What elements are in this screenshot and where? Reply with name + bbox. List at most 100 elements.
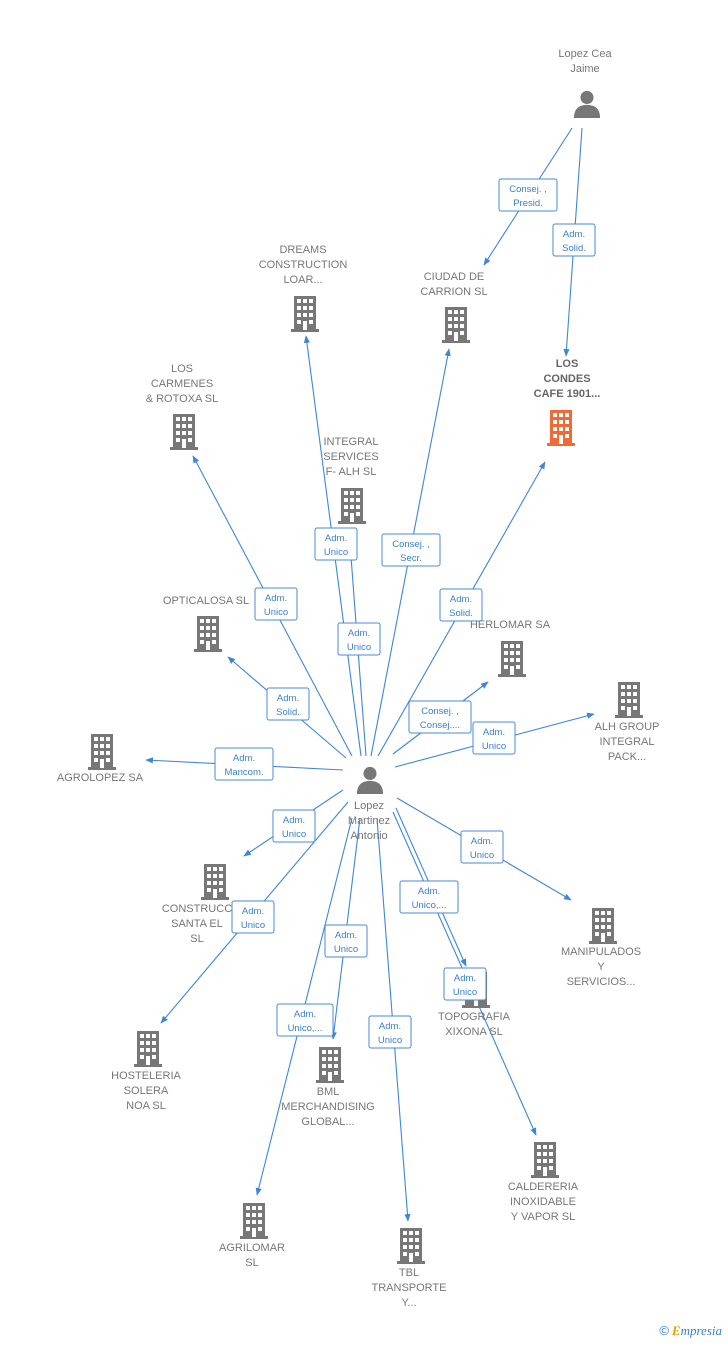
edge-role-label-box — [399, 880, 459, 914]
node-herlomar[interactable]: HERLOMAR SA — [470, 619, 551, 677]
building-icon — [589, 908, 617, 944]
edge-role-label-box — [214, 747, 274, 781]
edge-role-text: Adm. — [265, 593, 287, 604]
edge-role-text: Unico — [378, 1035, 402, 1046]
node-label: AGRILOMAR — [219, 1242, 285, 1254]
building-icon — [134, 1031, 162, 1067]
node-label: BML — [317, 1086, 340, 1098]
edge-role-text: Unico — [482, 741, 506, 752]
edge-role-label[interactable]: Adm.Solid. — [552, 223, 596, 257]
edge-role-label-box — [276, 1003, 334, 1037]
node-manipulados[interactable]: MANIPULADOSYSERVICIOS... — [561, 908, 641, 988]
node-label: Y... — [401, 1297, 416, 1309]
node-label: HOSTELERIA — [111, 1070, 181, 1082]
edge-role-label[interactable]: Adm.Solid. — [266, 687, 310, 721]
node-label: SANTA EL — [171, 918, 223, 930]
node-label: LOS — [556, 358, 579, 370]
edge-role-text: Adm. — [454, 973, 476, 984]
edge-role-label-box — [254, 587, 298, 621]
node-alh-group[interactable]: ALH GROUPINTEGRALPACK... — [595, 682, 660, 763]
edge-role-label[interactable]: Adm.Unico — [443, 967, 487, 1001]
edge-role-text: Adm. — [242, 906, 264, 917]
edge-role-text: Unico,... — [288, 1023, 323, 1034]
edge-role-label[interactable]: Adm.Unico — [231, 900, 275, 934]
node-label: F- ALH SL — [326, 466, 377, 478]
edge-role-label[interactable]: Adm.Unico,... — [276, 1003, 334, 1037]
edge-role-text: Adm. — [335, 930, 357, 941]
edge-role-label[interactable]: Adm.Unico — [460, 830, 504, 864]
edge-role-label-box — [231, 900, 275, 934]
building-icon — [201, 864, 229, 900]
edge-role-label[interactable]: Adm.Unico — [254, 587, 298, 621]
edge-role-label[interactable]: Consej. ,Presid. — [498, 178, 558, 212]
node-label: TBL — [399, 1267, 419, 1279]
edge-role-text: Mancom. — [224, 767, 263, 778]
building-icon — [170, 414, 198, 450]
node-dreams[interactable]: DREAMSCONSTRUCTIONLOAR... — [259, 244, 348, 332]
edge-role-text: Adm. — [483, 727, 505, 738]
node-label: INOXIDABLE — [510, 1196, 576, 1208]
edge-role-label-box — [472, 721, 516, 755]
edge-role-text: Adm. — [379, 1021, 401, 1032]
node-label: NOA SL — [126, 1100, 166, 1112]
node-agrolopez[interactable]: AGROLOPEZ SA — [57, 734, 144, 784]
edge-role-label[interactable]: Adm.Unico — [314, 527, 358, 561]
node-label: TRANSPORTE — [372, 1282, 447, 1294]
empresia-logo[interactable]: ©Empresia — [659, 1323, 722, 1339]
edge-labels-layer: Consej. ,Presid.Adm.Solid.Adm.UnicoAdm.U… — [214, 178, 596, 1049]
building-icon — [547, 410, 575, 446]
copyright-symbol: © — [659, 1323, 669, 1338]
node-label: Lopez — [354, 800, 384, 812]
edge-role-text: Unico,... — [412, 900, 447, 911]
node-label: TOPOGRAFIA — [438, 1011, 511, 1023]
edge-role-text: Adm. — [233, 753, 255, 764]
building-icon — [442, 307, 470, 343]
edge-role-text: Solid. — [449, 608, 473, 619]
node-label: XIXONA SL — [445, 1026, 502, 1038]
edge-role-label-box — [314, 527, 358, 561]
edge-role-text: Unico — [282, 829, 306, 840]
node-label: SL — [190, 933, 203, 945]
edges-layer — [145, 127, 595, 1222]
edge-role-label-box — [337, 622, 381, 656]
edge-role-label[interactable]: Consej. ,Consej.... — [408, 700, 472, 734]
node-label: CONSTRUCC — [162, 903, 232, 915]
edge-role-label[interactable]: Adm.Solid. — [439, 588, 483, 622]
node-tbl[interactable]: TBL TRANSPORTE Y... — [372, 1228, 447, 1309]
edge-role-text: Adm. — [348, 628, 370, 639]
node-label: CONSTRUCTION — [259, 259, 348, 271]
node-bml[interactable]: BMLMERCHANDISINGGLOBAL... — [281, 1047, 375, 1128]
brand-initial: E — [671, 1323, 681, 1338]
edge-role-label-box — [324, 924, 368, 958]
edge-role-label[interactable]: Adm. Mancom. — [214, 747, 274, 781]
edge-role-label[interactable]: Adm.Unico,... — [399, 880, 459, 914]
edge-role-text: Consej. , — [509, 184, 547, 195]
node-construcc[interactable]: CONSTRUCC SANTA EL SL — [162, 864, 232, 945]
edge-role-label[interactable]: Adm.Unico — [337, 622, 381, 656]
edge-role-text: Consej. , — [421, 706, 459, 717]
node-label: Lopez Cea — [558, 48, 612, 60]
node-label: DREAMS — [279, 244, 326, 256]
node-label: CIUDAD DE — [424, 271, 485, 283]
node-opticalosa[interactable]: OPTICALOSA SL — [163, 595, 249, 652]
edge-role-label[interactable]: Consej. ,Secr. — [381, 533, 441, 567]
edge-role-label[interactable]: Adm. Unico — [472, 721, 516, 755]
nodes-layer: Lopez CeaJaimeLopezMartinezAntonioLOSCON… — [57, 48, 660, 1309]
edge-role-label[interactable]: Adm. Unico — [368, 1015, 412, 1049]
edge-role-label[interactable]: Adm.Unico — [272, 809, 316, 843]
edge-role-label[interactable]: Adm.Unico — [324, 924, 368, 958]
node-topografia[interactable]: TOPOGRAFIA XIXONA SL — [438, 972, 511, 1038]
edge-role-text: Adm. — [563, 229, 585, 240]
edge-role-label-box — [443, 967, 487, 1001]
edge-role-label-box — [460, 830, 504, 864]
brand-name: mpresia — [680, 1323, 722, 1338]
